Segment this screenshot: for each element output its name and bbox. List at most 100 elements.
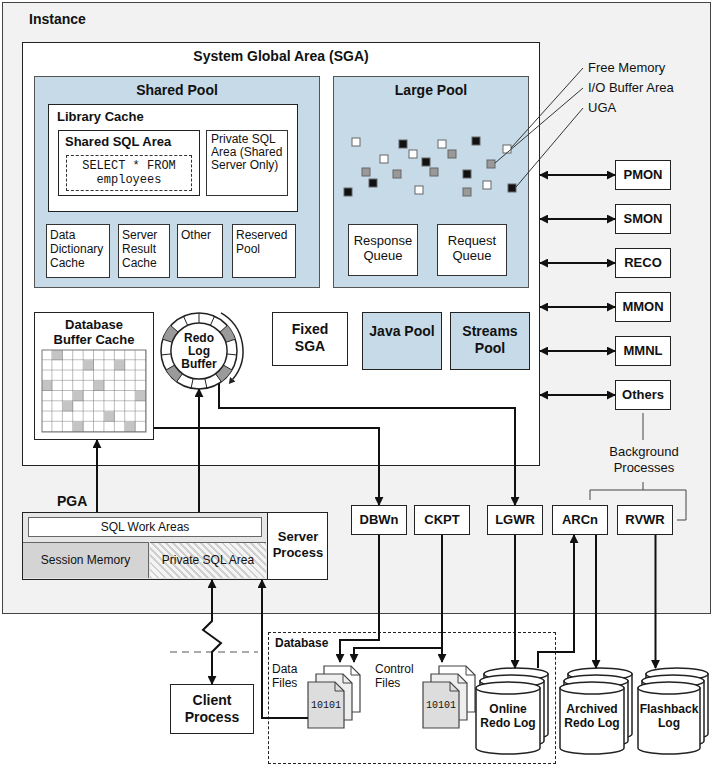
cylinder-body [560, 688, 624, 754]
process-box: SMON [615, 204, 671, 234]
redo-log-cylinder: Online Redo Log [476, 668, 548, 754]
free-memory-square [352, 138, 360, 146]
uga-square [422, 158, 430, 166]
buffer-ring [161, 313, 237, 389]
cache-box: Server Result Cache [118, 224, 170, 278]
ring-tick [199, 313, 200, 323]
box-label: ARCn [553, 506, 607, 533]
cylinder-body [476, 688, 540, 754]
io-buffer-square [430, 168, 438, 176]
cache-region: Library CacheShared SQL AreaSELECT * FRO… [48, 104, 298, 212]
box-label: Redo Log Buffer [176, 332, 222, 371]
client-process: Client Process [170, 684, 254, 734]
memory-area: SQL Work Areas [28, 517, 262, 537]
free-memory-square [483, 181, 491, 189]
cache-box: Other [177, 224, 223, 278]
memory-area: Private SQL Area [150, 542, 266, 578]
process-box: RECO [615, 248, 671, 278]
buffer-cell [104, 412, 114, 422]
connector-arrow [262, 580, 308, 718]
callout-label: Background Processes [596, 444, 692, 476]
pga-region: PGASQL Work AreasSession MemoryPrivate S… [22, 512, 268, 580]
box-label: PMON [616, 161, 670, 188]
leader-line [495, 88, 583, 163]
box-label: Large Pool [334, 82, 528, 99]
bracket-line [643, 413, 644, 440]
ring-tick [171, 326, 178, 333]
free-memory-square [438, 140, 446, 148]
box-label: Database Buffer Cache [45, 317, 143, 347]
redo-log-cylinder: Archived Redo Log [560, 668, 632, 754]
box-label: Session Memory [23, 543, 148, 577]
ring-tick [166, 365, 175, 370]
uga-square [508, 184, 516, 192]
memory-area: Session Memory [23, 542, 149, 578]
ring-tick [177, 374, 183, 382]
buffer-cell [94, 381, 104, 391]
box-label: RVWR [618, 506, 672, 533]
cylinder-body [638, 688, 700, 754]
uga-square [472, 137, 480, 145]
box-label: Client Process [175, 692, 249, 726]
connector-arrow [540, 350, 615, 352]
page-fold [351, 666, 360, 675]
box-label: Reserved Pool [236, 228, 292, 256]
box-label: Private SQL Area [150, 543, 266, 577]
free-memory-square [409, 150, 417, 158]
io-buffer-square [463, 188, 471, 196]
flashback-log-cylinder: Flashback Log [638, 668, 708, 754]
box-label: Private SQL Area (Shared Server Only) [211, 133, 283, 172]
cylinder-top [560, 682, 624, 694]
box-label: SMON [616, 205, 670, 232]
ring-tick [223, 365, 232, 370]
buffer-cell [42, 381, 52, 391]
box-label: 10101 [423, 700, 459, 712]
buffer-core [171, 323, 227, 379]
uga-square [344, 188, 352, 196]
buffer-cell [73, 422, 83, 432]
memory-pool: Large PoolResponse QueueRequest Queue [333, 76, 529, 288]
io-buffer-square [487, 160, 495, 168]
buffer-cell [63, 401, 73, 411]
file-page [308, 682, 344, 728]
box-label: LGWR [488, 506, 542, 533]
box-label: Server Result Cache [122, 228, 166, 270]
buffer-cell [115, 360, 125, 370]
connector-arrow [198, 389, 200, 512]
page-fold [335, 682, 344, 691]
redo-buffer-circle: Redo Log Buffer [160, 312, 238, 390]
box-label: Data Dictionary Cache [50, 228, 106, 270]
box-label: MMNL [616, 337, 670, 364]
uga-square [463, 170, 471, 178]
box-label: Archived Redo Log [560, 702, 624, 730]
buffer-cell [125, 422, 135, 432]
free-memory-square [380, 155, 388, 163]
buffer-cache: Database Buffer Cache [34, 312, 154, 440]
box-label: Database [275, 636, 328, 650]
connector-arrow [154, 428, 379, 505]
buffer-cell [73, 391, 83, 401]
connector-arrow [540, 306, 615, 308]
ring-tick [161, 354, 171, 355]
box-label: System Global Area (SGA) [23, 48, 539, 65]
callout-label: I/O Buffer Area [588, 80, 674, 96]
box-label: MMON [616, 293, 670, 320]
sql-area: Shared SQL AreaSELECT * FROM employees [58, 130, 200, 196]
memory-pool: Java Pool [362, 312, 442, 370]
box-label: Online Redo Log [476, 702, 540, 730]
ring-tick [216, 374, 222, 382]
connector-arrow [540, 262, 615, 264]
leader-line [516, 108, 583, 187]
box-label: Other [181, 228, 219, 242]
memory-pool: Streams Pool [450, 312, 530, 370]
box-label: Java Pool [369, 323, 435, 340]
memory-area: Fixed SGA [272, 312, 348, 366]
box-label: 10101 [308, 700, 344, 712]
process-box: LGWR [487, 505, 543, 535]
box-label: Control Files [375, 662, 421, 690]
process-box: PMON [615, 160, 671, 190]
free-memory-square [503, 145, 511, 153]
sql-statement: SELECT * FROM employees [66, 155, 192, 191]
process-box: MMON [615, 292, 671, 322]
cylinder-top [476, 682, 540, 694]
